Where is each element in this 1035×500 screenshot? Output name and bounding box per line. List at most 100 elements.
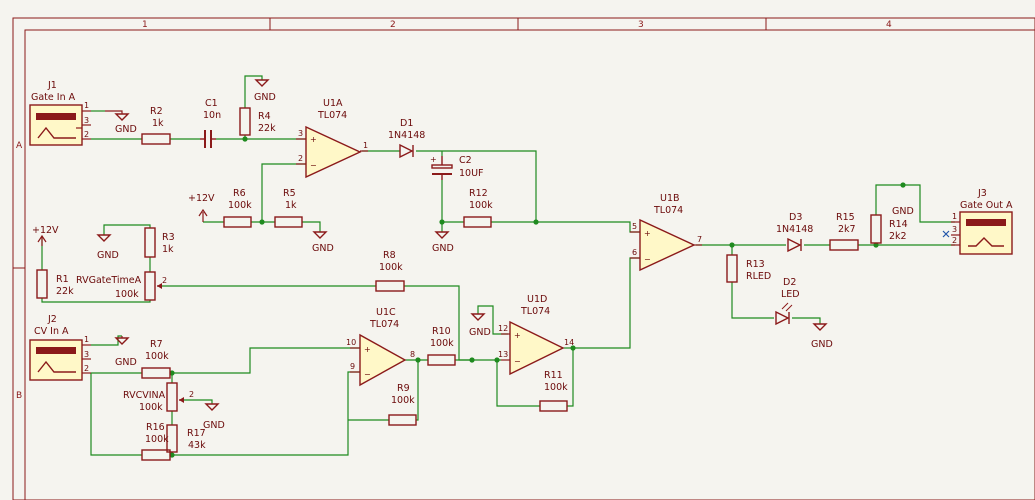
d1-value: 1N4148 (388, 130, 425, 141)
svg-text:3: 3 (952, 225, 957, 234)
capacitor-c2[interactable]: + C2 10UF (430, 155, 484, 180)
gnd-c2: GND (432, 231, 454, 254)
rvcvina-ref: RVCVINA (123, 390, 166, 401)
u1d-pin-plus: 12 (498, 324, 508, 333)
resistor-r12[interactable]: R12 100k (463, 188, 493, 228)
c1-ref: C1 (205, 98, 218, 109)
r12-value: 100k (469, 200, 493, 211)
j3-value: Gate Out A (960, 200, 1013, 211)
connector-j1[interactable]: 1 3 2 J1 Gate In A (29, 80, 91, 146)
c2-value: 10UF (459, 168, 484, 179)
gnd-j3: GND (892, 206, 914, 217)
svg-text:3: 3 (84, 116, 89, 125)
resistor-r3[interactable]: R3 1k (144, 227, 175, 258)
frame-column-3: 3 (638, 20, 644, 30)
svg-text:+: + (364, 345, 371, 354)
r4-ref: R4 (258, 111, 271, 122)
c2-ref: C2 (459, 155, 472, 166)
opamp-u1c[interactable]: + − 10 9 8 U1C TL074 (346, 307, 415, 387)
opamp-u1a[interactable]: + − 3 2 1 U1A TL074 (296, 98, 368, 179)
gnd-label: GND (811, 339, 833, 350)
connector-j2[interactable]: 1 3 2 J2 CV In A (29, 314, 91, 381)
j2-value: CV In A (34, 326, 69, 337)
u1b-pin-out: 7 (697, 235, 702, 244)
svg-text:−: − (310, 161, 317, 170)
gnd-r5: GND (312, 231, 334, 254)
gnd-label: GND (312, 243, 334, 254)
resistor-r1[interactable]: R1 22k (36, 269, 74, 299)
gnd-r4: GND (254, 79, 276, 103)
gnd-label: GND (203, 420, 225, 431)
svg-text:1: 1 (952, 212, 957, 221)
opamp-u1d[interactable]: + − 12 13 14 U1D TL074 (498, 294, 574, 376)
frame-column-2: 2 (390, 20, 396, 30)
u1c-pin-plus: 10 (346, 338, 356, 347)
capacitor-c1[interactable]: C1 10n (200, 98, 221, 148)
j1-ref: J1 (47, 80, 57, 91)
r15-ref: R15 (836, 212, 855, 223)
u1c-ref: U1C (376, 307, 396, 318)
vplus-label: +12V (188, 193, 215, 204)
svg-text:2: 2 (84, 130, 89, 139)
pot-rvgatetimea[interactable]: 2 RVGateTimeA 100k (76, 271, 167, 301)
resistor-r17[interactable]: R17 43k (166, 424, 206, 453)
resistor-r10[interactable]: R10 100k (427, 326, 456, 366)
rvgatetimea-value: 100k (115, 289, 139, 300)
opamp-u1b[interactable]: + − 5 6 7 U1B TL074 (630, 193, 702, 272)
resistor-r7[interactable]: R7 100k (141, 339, 171, 379)
diode-d3[interactable]: D3 1N4148 (776, 212, 813, 253)
gnd-rvcvina: GND (203, 403, 225, 431)
resistor-r4[interactable]: R4 22k (239, 107, 276, 136)
resistor-r15[interactable]: R15 2k7 (829, 212, 859, 251)
r17-value: 43k (188, 440, 206, 451)
r16-value: 100k (145, 434, 169, 445)
d2-ref: D2 (783, 277, 796, 288)
u1d-value: TL074 (520, 306, 550, 317)
frame-column-1: 1 (142, 20, 148, 30)
vplus-r1: +12V (32, 225, 59, 246)
diode-d2-led[interactable]: D2 LED (775, 277, 800, 326)
resistor-r14[interactable]: R14 2k2 (870, 214, 908, 244)
u1a-pin-plus: 3 (298, 129, 303, 138)
resistor-r13[interactable]: R13 RLED (726, 254, 771, 283)
svg-text:2: 2 (189, 390, 194, 399)
gnd-label: GND (115, 124, 137, 135)
vplus-label: +12V (32, 225, 59, 236)
resistor-r9[interactable]: R9 100k (388, 383, 417, 426)
r3-value: 1k (162, 244, 174, 255)
u1c-value: TL074 (369, 319, 399, 330)
gnd-label: GND (469, 327, 491, 338)
frame-row-b: B (16, 391, 22, 401)
svg-text:+: + (514, 331, 521, 340)
gnd-label: GND (892, 206, 914, 217)
svg-text:2: 2 (162, 276, 167, 285)
u1b-ref: U1B (660, 193, 680, 204)
gnd-r3: GND (96, 234, 119, 261)
rvgatetimea-ref: RVGateTimeA (76, 275, 142, 286)
wires (41, 75, 955, 456)
d1-ref: D1 (400, 118, 413, 129)
resistor-r8[interactable]: R8 100k (375, 250, 405, 292)
connector-j3[interactable]: 1 3 2 J3 Gate Out A (942, 188, 1013, 255)
resistor-r6[interactable]: R6 100k (223, 188, 252, 228)
u1b-pin-minus: 6 (632, 248, 637, 257)
svg-text:−: − (644, 255, 651, 264)
diode-d1[interactable]: D1 1N4148 (388, 118, 425, 159)
gnd-j1: GND (105, 110, 137, 135)
resistor-r16[interactable]: R16 100k (141, 422, 171, 461)
resistor-r5[interactable]: R5 1k (274, 188, 303, 228)
resistor-r11[interactable]: R11 100k (539, 370, 568, 412)
rvcvina-value: 100k (139, 402, 163, 413)
svg-text:+: + (644, 229, 651, 238)
u1d-ref: U1D (527, 294, 547, 305)
c1-value: 10n (203, 110, 221, 121)
d3-ref: D3 (789, 212, 802, 223)
r14-value: 2k2 (889, 231, 907, 242)
svg-text:3: 3 (84, 350, 89, 359)
r1-value: 22k (56, 286, 74, 297)
r2-ref: R2 (150, 106, 163, 117)
r15-value: 2k7 (838, 224, 856, 235)
gnd-label: GND (97, 250, 119, 261)
resistor-r2[interactable]: R2 1k (141, 106, 171, 145)
pot-rvcvina[interactable]: 2 RVCVINA 100k (123, 382, 194, 413)
